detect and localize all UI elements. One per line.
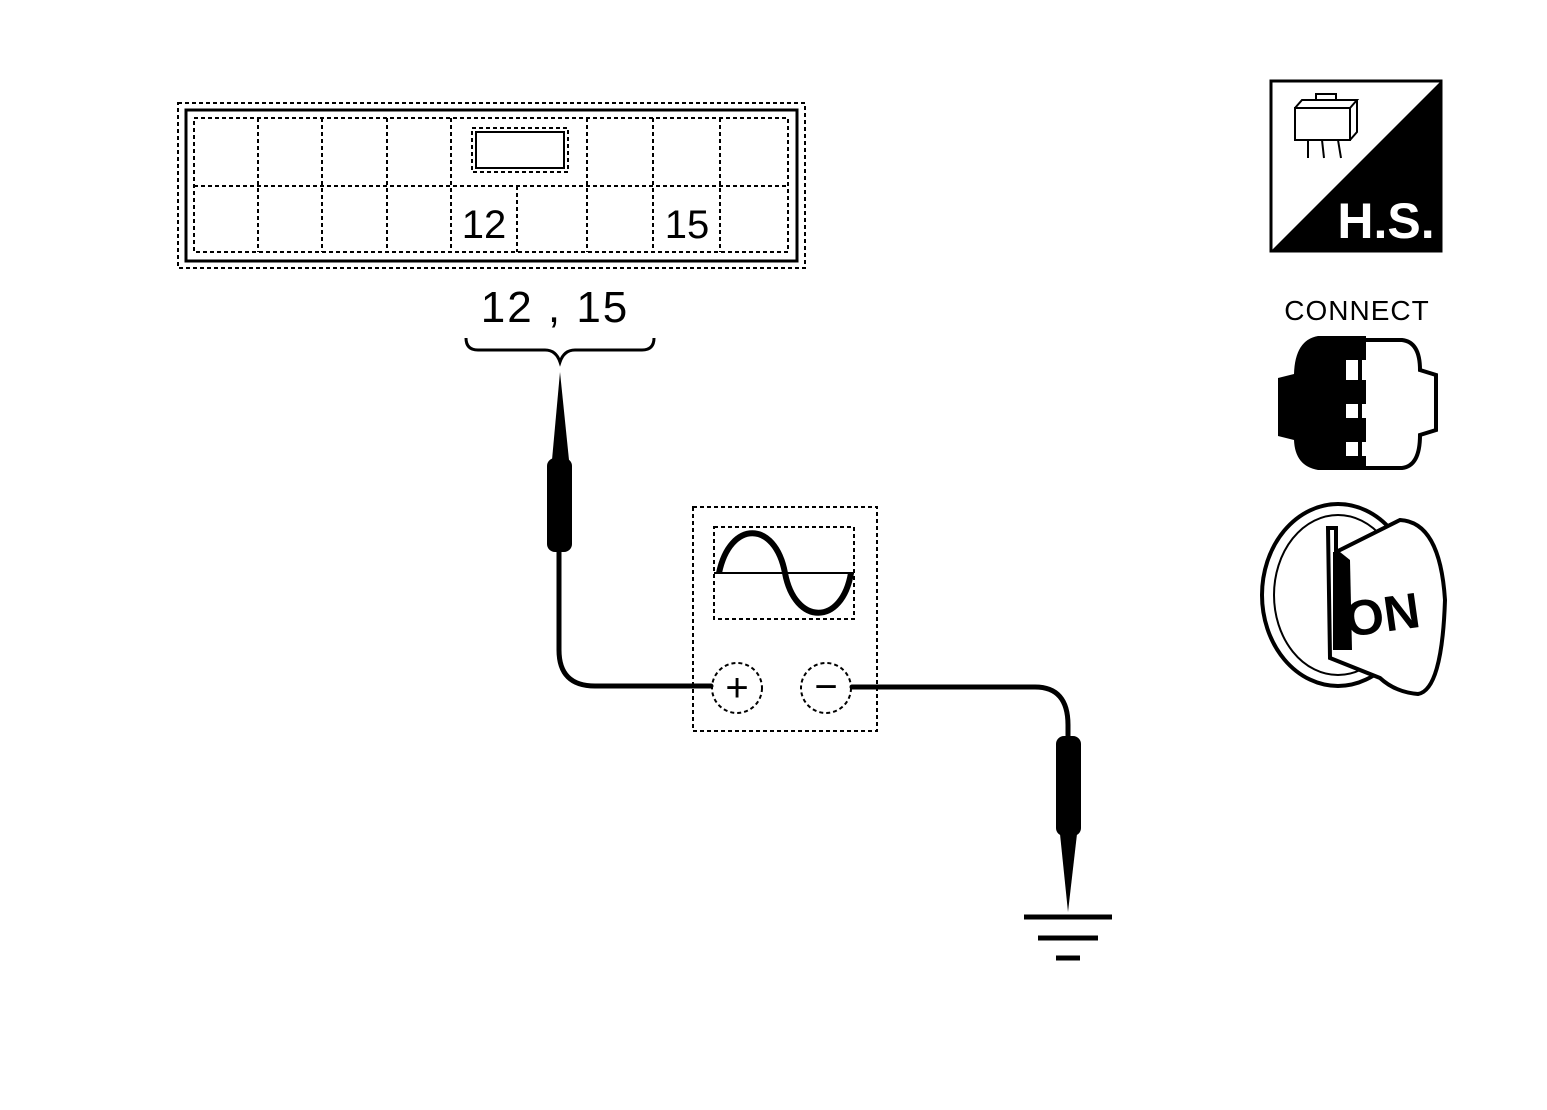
ground-icon <box>1024 914 1112 961</box>
connect-icon: CONNECT <box>1278 295 1438 470</box>
svg-text:−: − <box>814 665 837 709</box>
svg-text:H.S.: H.S. <box>1337 193 1434 249</box>
connector-face: 12 15 <box>177 102 806 269</box>
ignition-key-on-icon: ON <box>1260 502 1448 697</box>
probe-brace <box>464 337 656 367</box>
positive-probe <box>547 372 714 689</box>
pin-15-label: 15 <box>665 203 710 247</box>
svg-text:CONNECT: CONNECT <box>1284 295 1429 326</box>
pin-12-label: 12 <box>462 203 507 247</box>
svg-text:+: + <box>725 666 748 710</box>
harness-side-icon: H.S. <box>1269 79 1443 253</box>
positive-terminal <box>711 662 763 714</box>
svg-text:ON: ON <box>1341 582 1423 648</box>
oscilloscope-icon: + − <box>692 506 878 732</box>
connector-latch <box>471 127 569 173</box>
probe-pins-label: 12 , 15 <box>481 283 630 332</box>
negative-probe <box>849 684 1081 912</box>
